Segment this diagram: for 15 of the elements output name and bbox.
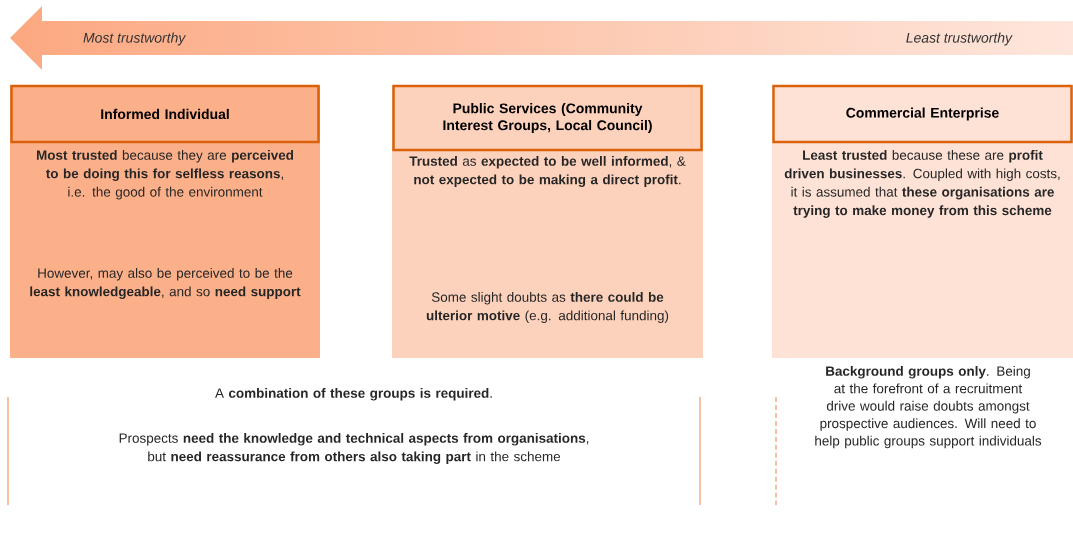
note-text: Prospects need the knowledge and technical aspects from organisations, but need reassurance from others also taking part in the scheme bbox=[119, 433, 589, 464]
card-text: Some slight doubts as there could be ulterior motive (e.g. additional funding) bbox=[426, 292, 669, 323]
card-header: Informed Individual bbox=[10, 84, 320, 144]
trust-card bbox=[10, 84, 320, 358]
card-header: Commercial Enterprise bbox=[772, 84, 1073, 144]
trust-card bbox=[772, 84, 1073, 358]
arrow-label: Least trustworthy bbox=[906, 32, 1013, 46]
card-header: Public Services (Community Interest Groups, Local Council) bbox=[392, 84, 703, 152]
trust-card bbox=[392, 84, 703, 358]
arrow-label: Most trustworthy bbox=[83, 32, 186, 46]
card-text: However, may also be perceived to be the least knowledgeable, and so need support bbox=[30, 268, 301, 299]
card-text: Trusted as expected to be well informed, & not expected to be making a direct profit. bbox=[409, 156, 686, 187]
note-text: A combination of these groups is required. bbox=[215, 388, 492, 401]
card-text: Least trusted because these are profit driven businesses. Coupled with high costs, it is assumed that these organisations are trying to make money from this scheme bbox=[784, 150, 1060, 218]
card-text: Most trusted because they are perceived to be doing this for selfless reasons, i.e. the good of the environment bbox=[36, 150, 294, 200]
